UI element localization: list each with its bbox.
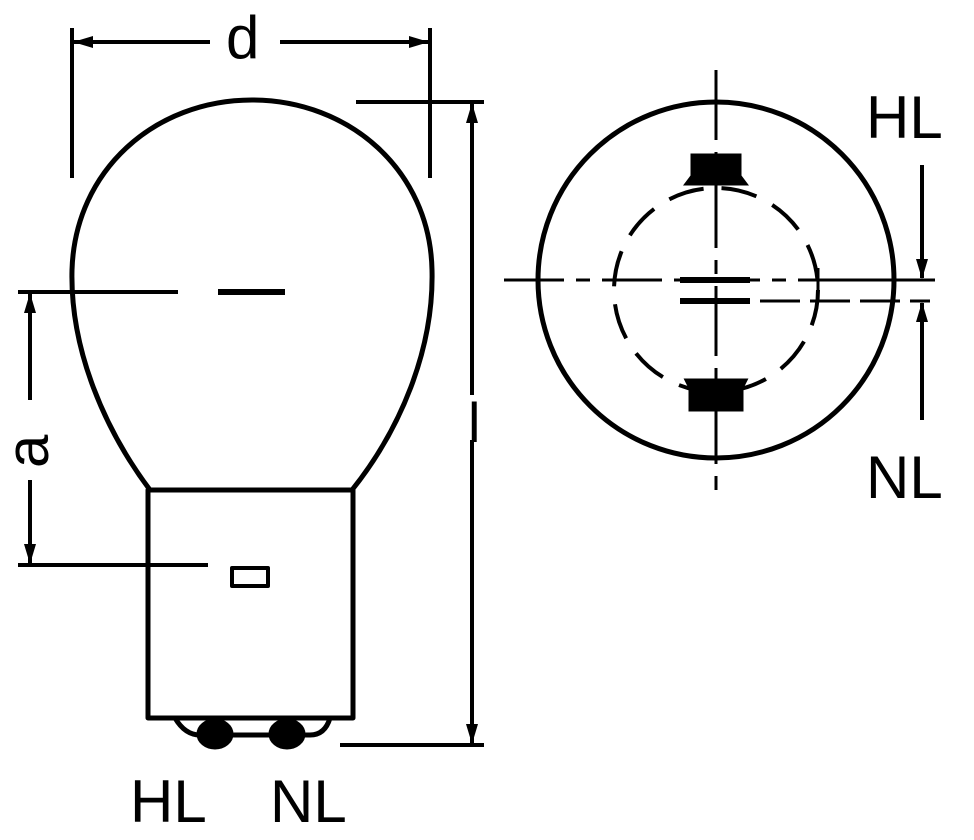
- contact-hl: [196, 718, 234, 750]
- bayonet-pin: [230, 566, 270, 588]
- nl-label-bottom: NL: [270, 768, 347, 835]
- dimension-d-label: d: [226, 4, 260, 71]
- nl-label-right: NL: [866, 444, 943, 511]
- bulb-glass-outline: [69, 97, 435, 492]
- contact-nl: [268, 718, 306, 750]
- dimension-l-label: l: [468, 391, 481, 454]
- hl-label-right: HL: [866, 84, 943, 151]
- bulb-base: [145, 487, 356, 721]
- dimension-a-label: a: [0, 434, 61, 468]
- top-pin-nl: [683, 378, 749, 412]
- hl-label-bottom: HL: [130, 768, 207, 835]
- top-pin-hl: [683, 153, 749, 186]
- base-contact-plate: [172, 716, 333, 738]
